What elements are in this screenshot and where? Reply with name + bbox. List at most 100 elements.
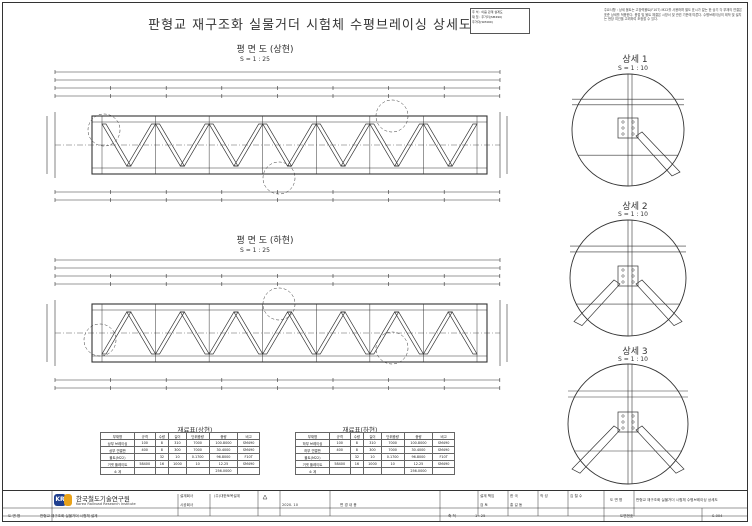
table-cell: 8	[154, 446, 170, 454]
table-header-cell: 비고	[432, 432, 455, 440]
design-label: 설계회사	[180, 494, 194, 498]
table-cell: 400	[328, 446, 351, 454]
role-2-value: 홍 길 동	[510, 503, 523, 507]
design-value: (주)대한토목설계	[214, 494, 240, 498]
table-cell	[328, 467, 351, 475]
sheet-label: 도면번호	[620, 514, 634, 518]
table-header-cell: 중량	[208, 432, 239, 440]
table-header-cell: 규격	[133, 432, 156, 440]
table-cell	[133, 467, 156, 475]
table-cell: 7000	[185, 439, 210, 447]
detail-2-bolt	[621, 280, 625, 284]
table-cell	[154, 467, 170, 475]
detail-3-bolt	[621, 426, 625, 430]
detail-3-brace	[635, 425, 685, 474]
table-cell: 8	[154, 439, 170, 447]
table-header-cell: 중량	[403, 432, 434, 440]
lower-detail-callout	[262, 287, 296, 321]
review-label: 시공회사	[180, 503, 194, 507]
role-3-value: 김 철 수	[570, 494, 583, 498]
upper-detail-callout	[87, 113, 121, 147]
table-header-cell: 길이	[168, 432, 187, 440]
upper-detail-callout	[262, 161, 296, 195]
table-cell: 100.8000	[403, 439, 434, 447]
scale-label: 축 척	[448, 514, 456, 518]
table-header-cell: 단위중량	[185, 432, 210, 440]
date-value: 2020. 10	[282, 503, 299, 507]
table-lower-title: 재료표(하현)	[342, 426, 378, 434]
table-cell: 1000	[363, 460, 382, 468]
table-cell: 16	[349, 460, 365, 468]
lower-detail-callout	[83, 323, 117, 357]
table-cell: 10	[380, 460, 405, 468]
table-cell: 0.1700	[185, 453, 210, 461]
table-cell: 400	[133, 446, 156, 454]
detail-3-scale: S = 1 : 10	[618, 356, 648, 363]
table-cell	[328, 453, 351, 461]
table-header-cell: 규격	[328, 432, 351, 440]
table-cell	[349, 467, 365, 475]
org-name-kr: 한국철도기술연구원	[76, 495, 130, 503]
table-header-cell: 단위중량	[380, 432, 405, 440]
table-cell: 8	[349, 439, 365, 447]
org-logo: KR	[54, 494, 66, 506]
table-cell: 256.0000	[403, 467, 434, 475]
warning-icon	[262, 494, 268, 500]
plan-lower-label: 평 면 도 (하현)	[236, 236, 294, 246]
title-block	[2, 490, 748, 523]
plan-lower-scale: S = 1 : 25	[240, 247, 270, 254]
table-cell: 100	[133, 439, 156, 447]
table-cell: 310	[168, 439, 187, 447]
table-cell: SM490	[237, 446, 260, 454]
table-cell: 상부 브레이싱	[100, 439, 135, 447]
table-header-cell: 수량	[154, 432, 170, 440]
note-line-2: 재 질 : 주거더(SM490)	[472, 15, 503, 19]
table-cell: 256.0000	[208, 467, 239, 475]
table-cell: 12.25	[208, 460, 239, 468]
detail-2-label: 상세 2	[622, 202, 648, 212]
detail-1-scale: S = 1 : 10	[618, 65, 648, 72]
detail-3-bolt	[631, 414, 635, 418]
detail-2-bolt	[621, 268, 625, 272]
scale-value: 1 : 25	[475, 514, 486, 518]
table-cell: 30.4000	[403, 446, 434, 454]
detail-2-brace	[635, 279, 683, 326]
table-cell: 0.1700	[380, 453, 405, 461]
org-name-en: Korea Railroad Research Institute	[76, 502, 136, 506]
detail-1-label: 상세 1	[622, 55, 648, 65]
table-cell: 310	[363, 439, 382, 447]
table-cell: 1000	[168, 460, 187, 468]
detail-2-bolt	[621, 274, 625, 278]
detail-2-gusset-plate	[617, 265, 639, 287]
table-cell: 볼트(M22)	[100, 453, 135, 461]
detail-1-bolt	[621, 126, 625, 130]
detail-3-bolt	[621, 414, 625, 418]
table-cell: 7000	[185, 446, 210, 454]
table-cell: 96.8000	[208, 453, 239, 461]
detail-1-brace	[635, 131, 681, 177]
table-cell: 58400	[133, 460, 156, 468]
table-cell: 하부 연결판	[295, 446, 330, 454]
lower-detail-callout	[375, 331, 409, 365]
table-cell	[380, 467, 405, 475]
role-4-value: 판형교 재구조화 실물거더 시험체 수평브레이싱 상세도	[636, 498, 718, 502]
table-cell	[237, 467, 260, 475]
table-cell: 58400	[328, 460, 351, 468]
detail-1-gusset-plate	[617, 117, 639, 139]
table-cell: 16	[154, 460, 170, 468]
detail-3-bolt	[621, 420, 625, 424]
table-cell: 300	[168, 446, 187, 454]
table-cell	[432, 467, 455, 475]
role-3: 작 성	[540, 494, 548, 498]
table-cell	[168, 467, 187, 475]
general-notes: 주요사항 : 상세 볼트는 고장력볼트(F10T) M22를 사용하며 별도 표…	[604, 8, 742, 21]
table-cell: 32	[154, 453, 170, 461]
drawing-value: 판형교 재구조화 실물거더 시험체 설계	[40, 514, 98, 518]
